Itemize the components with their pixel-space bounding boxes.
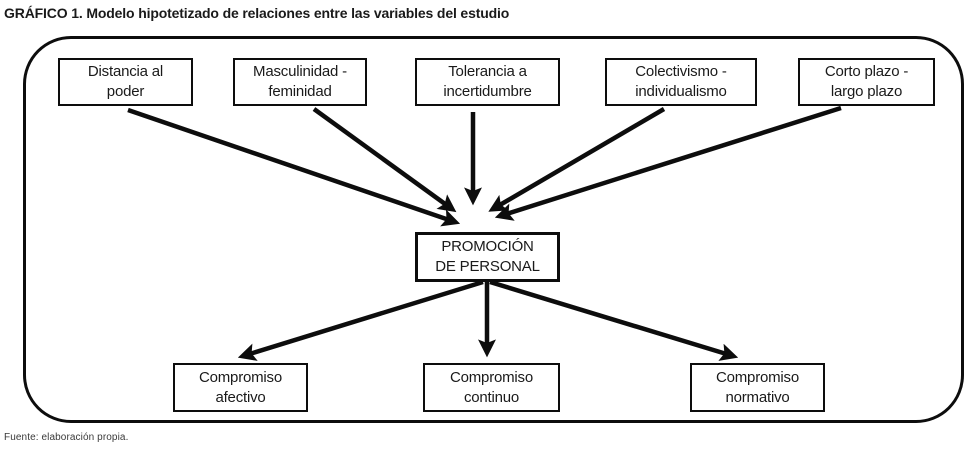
source-note: Fuente: elaboración propia. (4, 432, 129, 443)
node-compromiso-normativo: Compromiso normativo (690, 363, 825, 412)
node-compromiso-afectivo: Compromiso afectivo (173, 363, 308, 412)
figure-title: GRÁFICO 1. Modelo hipotetizado de relaci… (4, 5, 510, 21)
node-colectivismo-individualismo: Colectivismo - individualismo (605, 58, 757, 106)
node-tolerancia-incertidumbre: Tolerancia a incertidumbre (415, 58, 560, 106)
diagram-frame (23, 36, 964, 423)
node-corto-largo-plazo: Corto plazo - largo plazo (798, 58, 935, 106)
node-promocion-de-personal: PROMOCIÓN DE PERSONAL (415, 232, 560, 282)
node-compromiso-continuo: Compromiso continuo (423, 363, 560, 412)
node-masculinidad-feminidad: Masculinidad - feminidad (233, 58, 367, 106)
node-distancia-al-poder: Distancia al poder (58, 58, 193, 106)
